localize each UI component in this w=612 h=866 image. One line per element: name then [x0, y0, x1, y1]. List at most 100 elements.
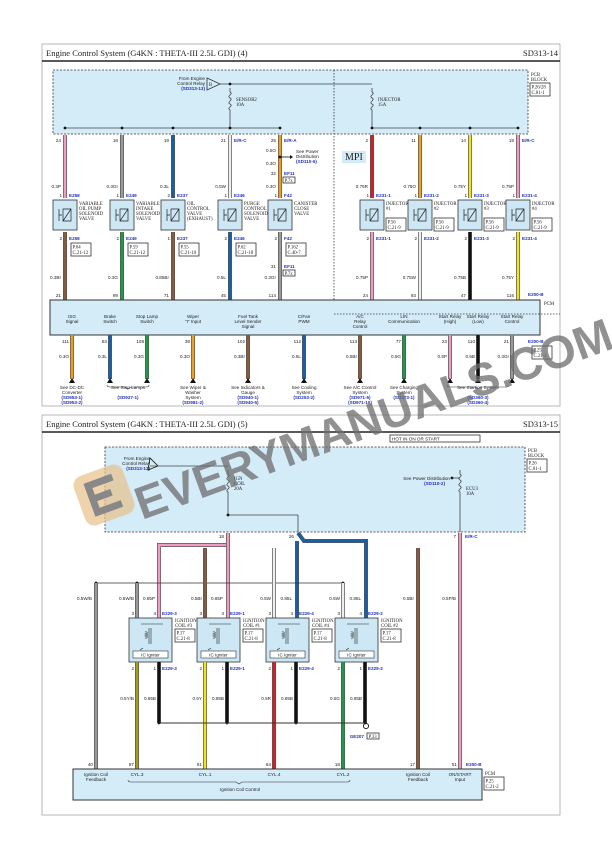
solenoid-icon	[115, 208, 129, 222]
reference-text: System	[352, 390, 367, 395]
reference-link: (SD953-2)	[61, 400, 83, 405]
pcm-pin: 111	[62, 339, 69, 344]
ground-arrow-icon	[69, 378, 75, 383]
solenoid-icon	[413, 208, 427, 222]
ground-ref: P.33	[369, 735, 378, 740]
component-name: INTAKE	[136, 207, 154, 212]
connector-id: E229-2	[368, 611, 383, 616]
wire-spec: 0.5R	[261, 696, 271, 701]
pcm-pin: 110	[468, 339, 476, 344]
connector-id: E246	[234, 193, 245, 198]
component-box	[109, 199, 135, 231]
signal-label: "I" Input	[185, 319, 202, 324]
signal-label: PWM	[298, 319, 309, 324]
connector-id: E229-3	[162, 666, 177, 671]
ground-icon	[362, 722, 370, 730]
power-dist-ref: (SD110-6)	[296, 159, 317, 164]
coil-name: COIL #2	[381, 624, 399, 629]
wire-spec: 0.85B	[350, 696, 362, 701]
wire-spec: 0.5W	[329, 596, 340, 601]
splice-conn: EF11	[284, 171, 295, 176]
page-frame	[41, 43, 561, 407]
component-name: INJECTOR	[532, 202, 555, 207]
fuse-icon	[228, 88, 232, 128]
reference-text: System	[396, 390, 411, 395]
coil-name: COIL #1	[243, 624, 261, 629]
component-name: (EXHAUST)	[187, 217, 213, 222]
ref-code: C.21-9	[436, 226, 450, 231]
reference-link: (SD940-5)	[237, 400, 259, 405]
ref-page: P.162	[288, 245, 299, 250]
pin-number: 2	[59, 236, 62, 241]
connector-id: E229-3	[162, 611, 177, 616]
connector-id: E231-1	[376, 193, 391, 198]
ref-box	[483, 217, 505, 232]
ref-page: P.26/28	[532, 85, 547, 90]
top-conn: E/R-C	[522, 138, 535, 143]
pin-number: 1	[224, 193, 227, 198]
splice-ref: P.7x	[285, 272, 294, 277]
pin-number: 1	[290, 666, 293, 671]
reference-link: (SD373-1)	[393, 395, 415, 400]
wire-spec: 0.3Br	[234, 354, 245, 359]
signal-label: LIN	[400, 314, 407, 319]
wire-spec: 0.85P	[211, 596, 223, 601]
ground-arrow-icon	[509, 378, 515, 383]
top-conn: E/R-A	[284, 138, 297, 143]
top-pin: 19	[509, 138, 515, 143]
ref-page: P.55	[181, 245, 190, 250]
pin-number: 4	[359, 611, 362, 616]
wire-spec: 0.3Gr	[265, 275, 277, 280]
pcm-pin-label: ON/START	[449, 772, 472, 777]
reference-link: (SD927-1)	[117, 395, 139, 400]
igniter-label: IC Igniter	[209, 653, 228, 658]
top-pin: 25	[271, 138, 277, 143]
solenoid-icon	[58, 208, 72, 222]
ref-page: P.56	[388, 220, 397, 225]
wire-spec: 0.75P	[356, 275, 368, 280]
top-pin: 19	[164, 138, 170, 143]
wire-spec: 0.75O	[403, 184, 416, 189]
brace	[127, 779, 351, 785]
pin-number: 1	[274, 193, 277, 198]
connector-id: E231-4	[522, 193, 537, 198]
ref-box	[127, 242, 149, 257]
component-name: SOLENOID	[136, 212, 161, 217]
wire-spec: 0.5B	[466, 354, 475, 359]
reference-text: See DC-DC	[60, 385, 85, 390]
top-pin: 21	[221, 138, 227, 143]
coil-name: IGNITION	[381, 619, 403, 624]
reference-text: Gauge	[241, 390, 255, 395]
coil-name: IGNITION	[243, 619, 265, 624]
wire-spec: 0.5Br	[191, 596, 202, 601]
ref-page: P.26	[529, 461, 538, 466]
pcm-pin: 40	[88, 762, 94, 767]
component-name: VARIABLE	[79, 202, 103, 207]
component-box	[505, 199, 531, 231]
logo-e-icon	[83, 473, 124, 517]
pcm-pin: 99	[113, 293, 119, 298]
ref-code: C.21-10	[181, 251, 197, 256]
pin-number: 2	[512, 236, 515, 241]
ref-code: C.21-9	[486, 226, 500, 231]
wire-spec: 0.5Y	[193, 696, 202, 701]
pin-number: 2	[167, 193, 170, 198]
signal-label: Brake	[104, 314, 116, 319]
pin-number: 4	[290, 611, 293, 616]
page-title: Engine Control System (G4KN : THETA-III …	[46, 48, 248, 58]
pcm-connector: E200-B	[528, 339, 544, 344]
connector-id: E249	[126, 193, 137, 198]
coil-name: IGNITION	[312, 619, 334, 624]
pcm-pin: 21	[56, 293, 62, 298]
ref-box	[385, 217, 407, 232]
relay-ref: (SD313-13)	[181, 86, 205, 91]
wire-spec: 0.5G	[391, 354, 401, 359]
component-name: VALVE	[244, 217, 259, 222]
igniter-label: IC Igniter	[347, 653, 366, 658]
signal-label: (High)	[444, 319, 457, 324]
component-name: CONTROL	[244, 207, 267, 212]
